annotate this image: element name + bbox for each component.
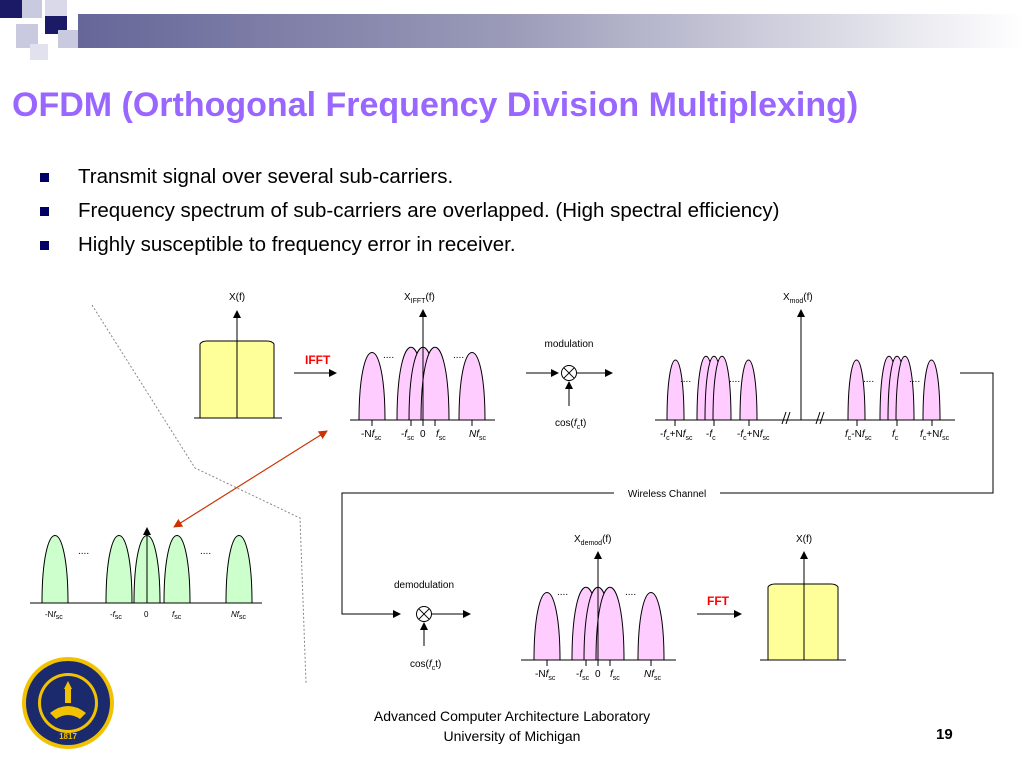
- bullet-marker: [40, 241, 49, 250]
- green-subcarriers: [41, 535, 253, 604]
- dots: ....: [863, 374, 874, 385]
- bullet-text: Frequency spectrum of sub-carriers are o…: [78, 199, 780, 222]
- dots: ....: [729, 374, 740, 385]
- header-square-4: [45, 16, 67, 34]
- tick-label: -fc+Nfsc: [660, 429, 693, 442]
- cos-label: cos(fct): [410, 659, 441, 672]
- tick-label: -fc+Nfsc: [737, 429, 770, 442]
- tick-label: 0: [420, 429, 426, 440]
- header-square-1: [0, 0, 22, 18]
- mod-ticks: [674, 420, 933, 426]
- xdemod-label: Xdemod(f): [574, 534, 612, 547]
- footer-line-2: University of Michigan: [443, 728, 581, 744]
- bullet-text: Highly susceptible to frequency error in…: [78, 233, 516, 256]
- tick-label: -Nfsc: [361, 429, 382, 442]
- tick-label: fc-Nfsc: [845, 429, 872, 442]
- modulation-label: modulation: [545, 339, 594, 350]
- cos-label: cos(fct): [555, 418, 586, 431]
- subcarrier-lobe: [420, 347, 450, 421]
- page-number: 19: [936, 726, 953, 743]
- tick-label: -fc: [706, 429, 716, 442]
- xifft-label: XIFFT(f): [404, 292, 435, 305]
- yellow-spectrum-box-output: [767, 583, 839, 661]
- header-square-2: [22, 0, 42, 18]
- xf-label: X(f): [229, 292, 245, 303]
- tick-label: -fsc: [401, 429, 415, 442]
- bullet-marker: [40, 173, 49, 182]
- tick-label: -Nfsc: [535, 669, 556, 682]
- tick-label: fsc: [436, 429, 446, 442]
- mod-upper-subcarriers: [847, 355, 941, 421]
- university-seal-logo: 1817: [22, 657, 114, 749]
- header-square-6: [58, 30, 78, 48]
- zoom-double-arrow: [173, 430, 328, 528]
- demodulation-label: demodulation: [394, 580, 454, 591]
- wireless-channel-label: Wireless Channel: [628, 489, 706, 500]
- subcarrier-lobe: [358, 352, 386, 421]
- ifft-label: IFFT: [305, 353, 331, 367]
- subcarrier-lobe: [458, 352, 486, 421]
- ifft-subcarriers: [358, 347, 486, 421]
- ifft-ticks: [371, 420, 473, 426]
- tick-label: 0: [595, 669, 601, 680]
- bullet-item: Frequency spectrum of sub-carriers are o…: [40, 198, 779, 232]
- dots: ....: [909, 374, 920, 385]
- dotted-separator: [91, 304, 307, 684]
- header-square-7: [30, 44, 48, 60]
- dots: ....: [557, 587, 568, 598]
- dots: ....: [383, 350, 394, 361]
- xf-output-label: X(f): [796, 534, 812, 545]
- tick-label: 0: [144, 610, 149, 619]
- fft-label: FFT: [707, 594, 730, 608]
- footer-line-1: Advanced Computer Architecture Laborator…: [373, 708, 651, 724]
- dots: ....: [453, 350, 464, 361]
- tick-label: fsc: [610, 669, 620, 682]
- slide-title: OFDM (Orthogonal Frequency Division Mult…: [12, 86, 859, 124]
- tick-label: fsc: [172, 610, 182, 621]
- mod-lower-subcarriers: [666, 355, 758, 421]
- header-gradient-bar: [78, 14, 1024, 48]
- xmod-label: Xmod(f): [783, 292, 813, 305]
- bullet-item: Transmit signal over several sub-carrier…: [40, 164, 779, 198]
- tick-label: Nfsc: [644, 669, 662, 682]
- tick-label: Nfsc: [469, 429, 487, 442]
- bullet-text: Transmit signal over several sub-carrier…: [78, 165, 454, 188]
- bullet-list: Transmit signal over several sub-carrier…: [40, 164, 779, 266]
- dots: ....: [680, 374, 691, 385]
- demod-subcarriers: [533, 587, 665, 661]
- mixer-icon: [561, 365, 577, 381]
- demod-mixer-icon: [416, 606, 432, 622]
- wireless-channel-label-bg: [614, 486, 720, 499]
- dots: ....: [78, 546, 89, 557]
- bullet-item: Highly susceptible to frequency error in…: [40, 232, 779, 266]
- axis-break-marks: [781, 411, 825, 425]
- dots: ....: [200, 546, 211, 557]
- tick-label: -fsc: [110, 610, 122, 621]
- tick-label: -fsc: [576, 669, 590, 682]
- tick-label: Nfsc: [231, 610, 247, 621]
- tick-label: fc: [892, 429, 899, 442]
- tick-label: fc+Nfsc: [920, 429, 950, 442]
- dots: ....: [625, 587, 636, 598]
- demod-ticks: [546, 660, 652, 666]
- tick-label: -Nfsc: [45, 610, 63, 621]
- header-square-5: [16, 24, 38, 48]
- footer: Advanced Computer Architecture Laborator…: [0, 706, 1024, 746]
- bullet-marker: [40, 207, 49, 216]
- header-square-3: [45, 0, 67, 16]
- logo-year: 1817: [59, 732, 77, 741]
